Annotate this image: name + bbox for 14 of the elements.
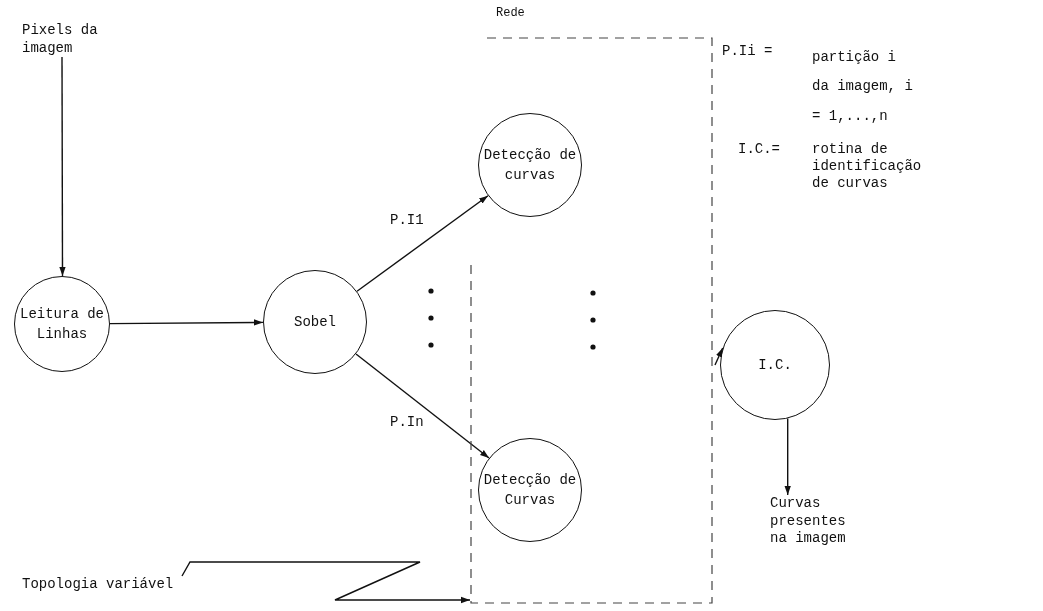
note-text: P.Ii = [722,43,774,60]
note-text: I.C.= [738,141,781,158]
arrow [181,561,471,604]
arrow [59,56,66,277]
arrow [355,353,490,459]
note-text: rotina de identificação de curvas [812,141,923,192]
input-text: Topologia variável [22,576,182,594]
output-text: Curvas presentes na imagem [770,495,854,548]
arrow [356,195,489,292]
arrow [714,347,724,366]
arrow [109,319,264,326]
region-heading: Rede [496,6,525,20]
arrow [784,417,791,496]
input-text: Pixels da imagem [22,22,108,57]
